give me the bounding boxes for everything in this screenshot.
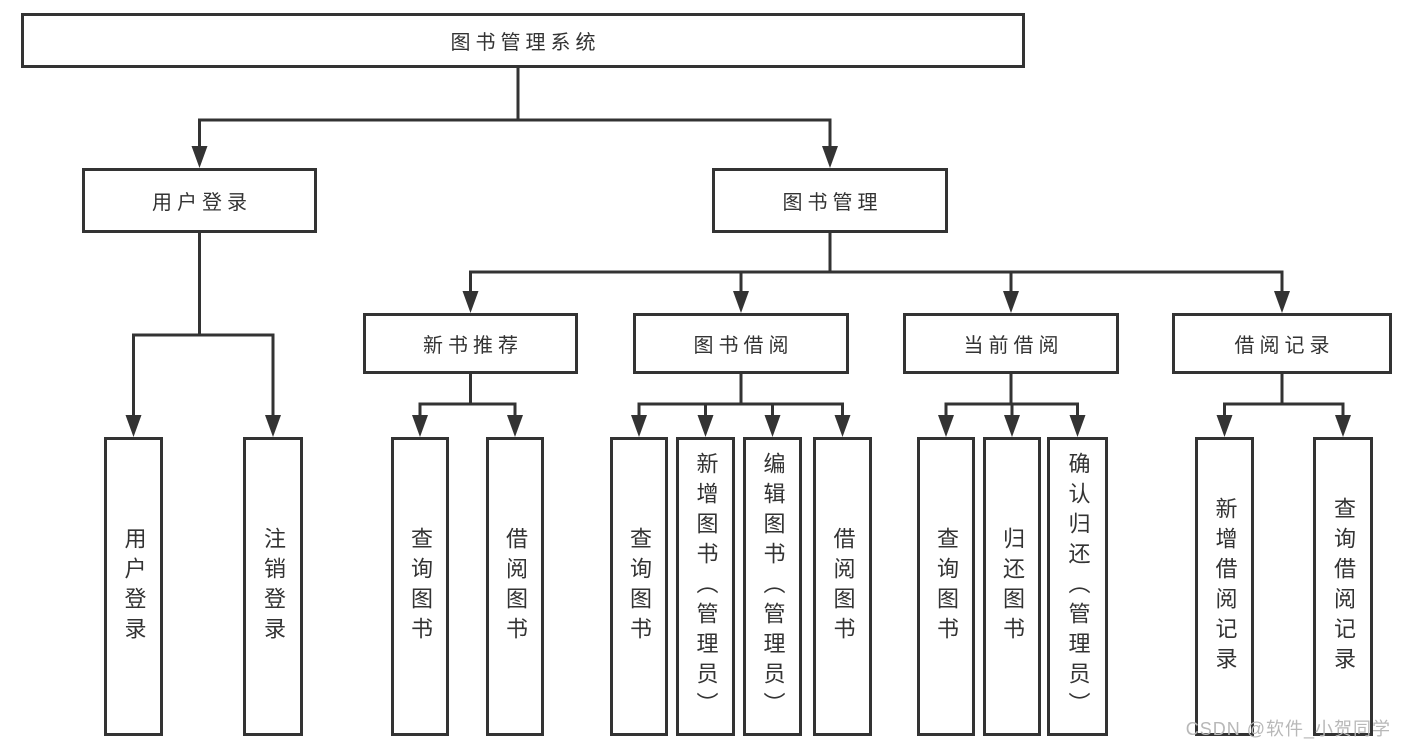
node-label: 注销登录 bbox=[261, 526, 286, 647]
connector-current-borrowing-to-leaves bbox=[938, 372, 1086, 437]
node-label: 用户登录 bbox=[121, 526, 147, 647]
leaf-current-query-books: 查询图书 bbox=[917, 437, 975, 736]
node-user-login: 用户登录 bbox=[82, 168, 317, 233]
node-current-borrowing: 当前借阅 bbox=[903, 313, 1119, 374]
leaf-records-query-borrow-record: 查询借阅记录 bbox=[1313, 437, 1373, 736]
leaf-borrowing-borrow-books: 借阅图书 bbox=[813, 437, 872, 736]
node-library-management-system: 图书管理系统 bbox=[21, 13, 1025, 68]
leaf-current-confirm-return-admin: 确认归还（管理员） bbox=[1047, 437, 1108, 736]
node-label: 图书借阅 bbox=[693, 335, 794, 357]
node-label: 查询借阅记录 bbox=[1331, 496, 1356, 677]
leaf-borrowing-query-books: 查询图书 bbox=[610, 437, 668, 736]
connector-user-login-to-leaves bbox=[125, 231, 281, 437]
node-label: 归还图书 bbox=[1000, 526, 1025, 647]
node-label: 查询图书 bbox=[408, 526, 433, 647]
node-label: 查询图书 bbox=[627, 526, 652, 647]
node-label: 当前借阅 bbox=[963, 335, 1064, 357]
node-label: 借阅记录 bbox=[1234, 335, 1335, 357]
node-label: 确认归还（管理员） bbox=[1065, 451, 1091, 722]
leaf-newbook-query-books: 查询图书 bbox=[391, 437, 449, 736]
leaf-newbook-borrow-books: 借阅图书 bbox=[486, 437, 544, 736]
leaf-borrowing-add-books-admin: 新增图书（管理员） bbox=[676, 437, 735, 736]
leaf-user-login: 用户登录 bbox=[104, 437, 163, 736]
node-label: 新增图书（管理员） bbox=[693, 451, 719, 722]
node-book-management: 图书管理 bbox=[712, 168, 948, 233]
node-book-borrowing: 图书借阅 bbox=[633, 313, 849, 374]
leaf-borrowing-edit-books-admin: 编辑图书（管理员） bbox=[743, 437, 802, 736]
node-label: 查询图书 bbox=[934, 526, 959, 647]
node-new-book-recommend: 新书推荐 bbox=[363, 313, 578, 374]
node-label: 新书推荐 bbox=[423, 335, 523, 357]
connector-book-management-to-level3 bbox=[462, 231, 1290, 313]
leaf-records-add-borrow-record: 新增借阅记录 bbox=[1195, 437, 1254, 736]
connector-new-book-recommend-to-leaves bbox=[412, 372, 523, 437]
leaf-logout-login: 注销登录 bbox=[243, 437, 303, 736]
node-label: 用户登录 bbox=[152, 192, 252, 214]
node-label: 借阅图书 bbox=[830, 526, 856, 647]
node-label: 图书管理 bbox=[782, 192, 883, 214]
connector-book-borrowing-to-leaves bbox=[631, 372, 851, 437]
node-borrowing-records: 借阅记录 bbox=[1172, 313, 1392, 374]
node-label: 借阅图书 bbox=[503, 526, 528, 647]
connector-root-to-level2 bbox=[191, 66, 838, 168]
node-label: 新增借阅记录 bbox=[1212, 496, 1238, 677]
node-label: 编辑图书（管理员） bbox=[760, 451, 786, 722]
csdn-watermark: CSDN @软件_小贺同学 bbox=[1185, 719, 1391, 739]
connector-borrowing-records-to-leaves bbox=[1216, 372, 1351, 437]
leaf-current-return-books: 归还图书 bbox=[983, 437, 1041, 736]
node-label: 图书管理系统 bbox=[450, 32, 601, 54]
